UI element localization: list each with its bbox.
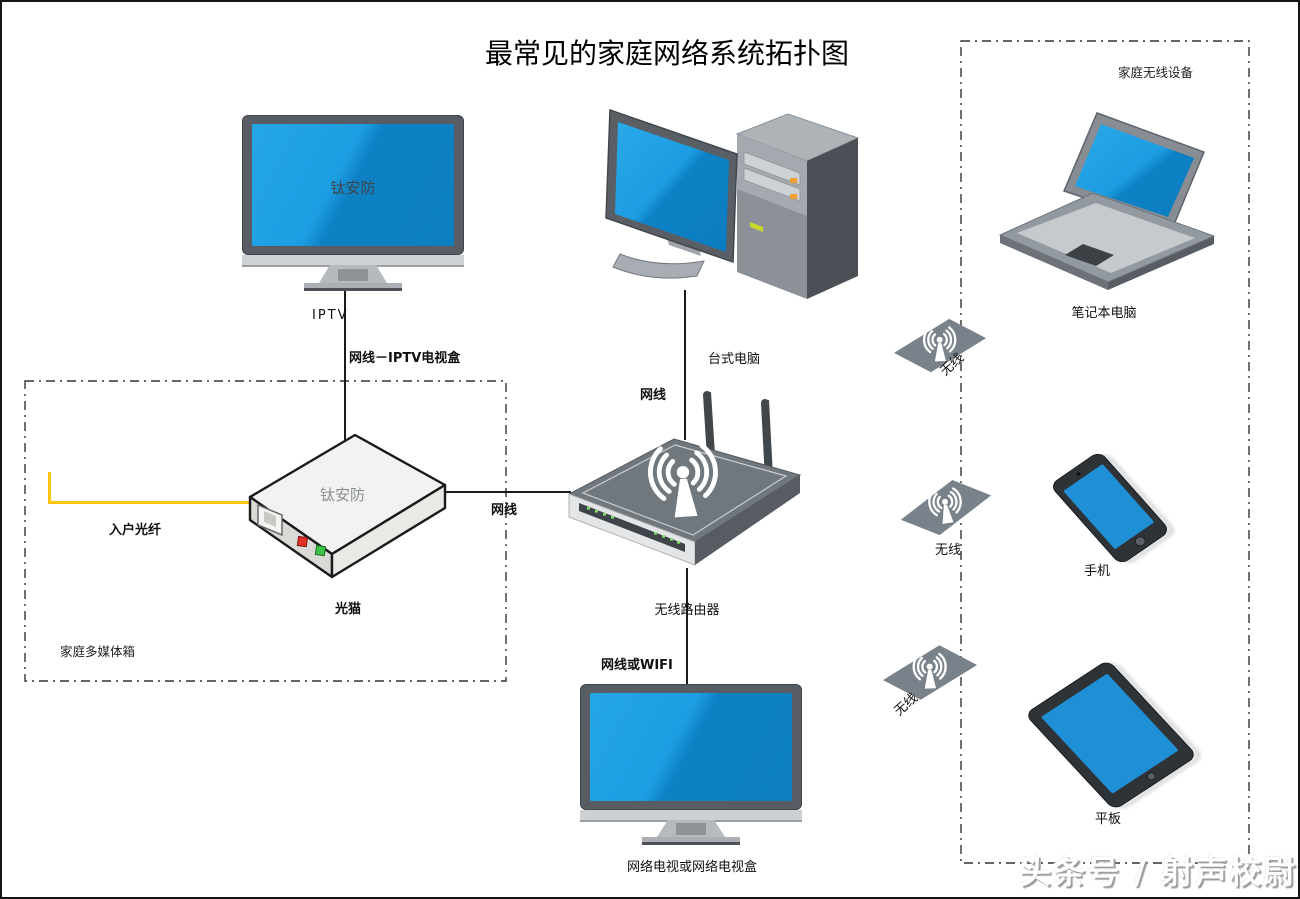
wireless-router xyxy=(567,391,802,566)
modem-caption: 光猫 xyxy=(334,602,361,617)
laptop-front-edge xyxy=(1000,235,1108,290)
phone xyxy=(1049,450,1171,566)
fiber-line-horizontal xyxy=(48,501,249,504)
wireless-zone-border xyxy=(960,40,1250,864)
network-tv-stand-neck xyxy=(657,820,725,837)
router-antenna xyxy=(761,400,773,480)
tablet xyxy=(1024,659,1198,811)
phone-camera xyxy=(1075,471,1082,477)
network-tv-stand-base xyxy=(642,837,740,845)
fiber-in-label: 入户光纤 xyxy=(109,523,162,538)
wireless-tag-1 xyxy=(894,318,987,373)
desktop-computer xyxy=(605,108,860,299)
modem-port-inner xyxy=(264,511,276,527)
laptop-touchpad xyxy=(1065,244,1114,266)
tablet-home-button xyxy=(1144,770,1158,782)
cable-router-to-tv xyxy=(686,568,688,686)
modem-led-green xyxy=(314,544,327,557)
multimedia-zone-border xyxy=(24,380,507,682)
iptv-tv-stand-detail xyxy=(338,268,368,282)
cable-tv-to-modem xyxy=(344,285,346,447)
router-antenna xyxy=(703,392,715,458)
iptv-tv-bezel: 钛安防 xyxy=(242,115,464,255)
router-antenna-tip xyxy=(761,399,769,407)
wireless-tag-2 xyxy=(900,480,992,536)
cable-desktop-label: 网线 xyxy=(640,388,667,403)
cable-iptv-box-label: 网线－IPTV电视盒 xyxy=(349,351,461,366)
tower-drive-bay xyxy=(743,167,801,202)
modem-front-right xyxy=(330,483,447,579)
monitor-base xyxy=(612,253,705,279)
desktop-caption: 台式电脑 xyxy=(708,352,761,367)
iptv-tv: 钛安防 xyxy=(242,115,464,291)
iptv-tv-stand-base xyxy=(304,283,402,291)
network-tv-screen xyxy=(590,693,792,801)
page-title: 最常见的家庭网络系统拓扑图 xyxy=(484,37,849,70)
optical-modem xyxy=(248,433,447,579)
cable-or-wifi-label: 网线或WIFI xyxy=(601,658,673,673)
tower-side xyxy=(807,138,858,299)
router-caption: 无线路由器 xyxy=(654,603,720,618)
router-leds xyxy=(587,507,680,544)
network-tv xyxy=(580,684,802,846)
tower-drive-bay xyxy=(743,151,801,186)
tablet-screen xyxy=(1040,673,1179,794)
tablet-caption: 平板 xyxy=(1094,812,1121,827)
cable-modem-router-label: 网线 xyxy=(491,503,518,518)
network-tv-bezel xyxy=(580,684,802,810)
fiber-line-vertical xyxy=(48,472,51,503)
network-tv-caption: 网络电视或网络电视盒 xyxy=(626,860,757,875)
laptop xyxy=(998,112,1216,290)
laptop-caption: 笔记本电脑 xyxy=(1071,306,1137,321)
modem-top-text: 钛安防 xyxy=(320,486,366,504)
network-tv-stand-detail xyxy=(676,823,706,836)
iptv-label: IPTV xyxy=(312,308,349,323)
drive-button xyxy=(790,178,797,183)
router-antenna-tip xyxy=(703,391,711,399)
multimedia-zone-label: 家庭多媒体箱 xyxy=(60,644,136,659)
monitor-screen xyxy=(615,122,729,252)
drive-button xyxy=(790,194,797,199)
iptv-tv-screen: 钛安防 xyxy=(252,124,454,246)
modem-led-red xyxy=(296,535,309,548)
cable-modem-to-router xyxy=(443,491,571,493)
tablet-body xyxy=(1024,659,1198,811)
tower-power-led xyxy=(750,222,763,232)
cable-desktop-to-router xyxy=(684,290,686,440)
phone-body xyxy=(1049,450,1171,566)
wireless-tag-3 xyxy=(883,645,978,700)
wireless-zone-label: 家庭无线设备 xyxy=(1118,65,1194,80)
laptop-keyboard xyxy=(1017,203,1195,273)
phone-caption: 手机 xyxy=(1083,564,1110,579)
iptv-tv-screen-text: 钛安防 xyxy=(330,179,376,197)
iptv-tv-stand-neck xyxy=(319,265,387,283)
router-side xyxy=(695,475,800,565)
watermark: 头条号 / 射声校尉 xyxy=(1019,853,1297,891)
router-top-inset xyxy=(581,444,788,536)
phone-home-button xyxy=(1132,534,1148,549)
laptop-right-edge xyxy=(1108,236,1214,290)
laptop-screen xyxy=(1075,124,1194,217)
wireless-label-2: 无线 xyxy=(934,543,961,558)
